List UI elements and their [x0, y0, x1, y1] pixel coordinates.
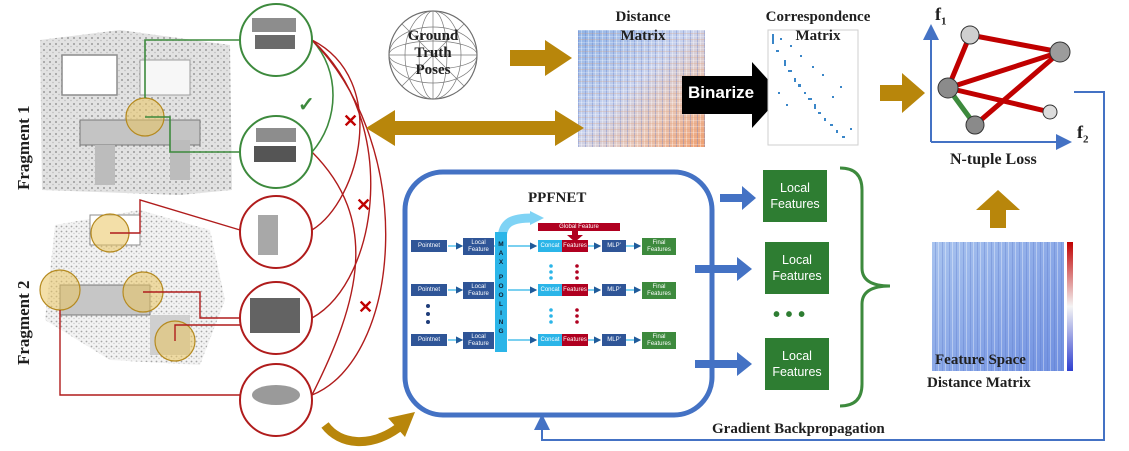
arrow-correspondence-to-loss	[880, 73, 925, 113]
features-box-3: Features	[562, 334, 588, 346]
gold-curved-arrow	[321, 422, 401, 446]
gradient-backprop-line	[541, 91, 1105, 441]
arrows-to-local-features	[695, 186, 756, 376]
ppfnet-title: PPFNET	[528, 190, 587, 206]
pointnet-box-1: Pointnet	[411, 240, 447, 252]
ground-truth-sphere	[388, 10, 478, 100]
fragment-2-label: Fragment 2	[14, 280, 33, 365]
gradient-backprop-label: Gradient Backpropagation	[712, 421, 885, 437]
f2-axis-label: f2	[1077, 122, 1089, 146]
mlp-box-2: MLP'	[602, 284, 626, 296]
concat-box-3: Concat	[538, 334, 562, 346]
red-connections	[59, 39, 387, 396]
mlp-box-3: MLP'	[602, 334, 626, 346]
f1-axis-label: f1	[935, 4, 947, 28]
green-brace	[839, 166, 891, 408]
cross-mark-3: ✕	[358, 297, 374, 317]
max-pooling-bar	[495, 232, 507, 352]
feature-space-label: Feature Space	[935, 352, 1026, 368]
arrow-feature-to-loss	[976, 190, 1020, 228]
bidirectional-arrow	[366, 110, 584, 146]
concat-box-2: Concat	[538, 284, 562, 296]
concat-box-1: Concat	[538, 240, 562, 252]
pointnet-box-3: Pointnet	[411, 334, 447, 346]
feature-space-matrix	[932, 242, 1073, 371]
ntuple-loss-label: N-tuple Loss	[950, 151, 1037, 168]
ntuple-loss-graph	[923, 24, 1072, 150]
feature-space-sublabel: Distance Matrix	[927, 375, 1031, 391]
keypoints	[39, 97, 196, 362]
arrow-poses-to-distance	[510, 40, 572, 76]
ppfnet-inner-connections	[448, 242, 642, 344]
correspondence-matrix	[767, 29, 859, 146]
check-mark: ✓	[298, 94, 315, 116]
features-ellipsis: • • •	[773, 304, 806, 326]
pointnet-box-2: Pointnet	[411, 284, 447, 296]
ppfnet-inner-dots	[426, 264, 579, 324]
fragment-1-label: Fragment 1	[14, 105, 33, 190]
binarize-arrow	[682, 62, 782, 128]
patch-circles	[239, 3, 313, 437]
mlp-box-1: MLP'	[602, 240, 626, 252]
green-connections	[144, 39, 334, 153]
global-feature-box: Global Feature	[538, 223, 620, 231]
features-box-2: Features	[562, 284, 588, 296]
features-box-1: Features	[562, 240, 588, 252]
binarize-label: Binarize	[688, 83, 755, 102]
cross-mark-1: ✕	[343, 111, 359, 131]
cross-mark-2: ✕	[356, 195, 372, 215]
